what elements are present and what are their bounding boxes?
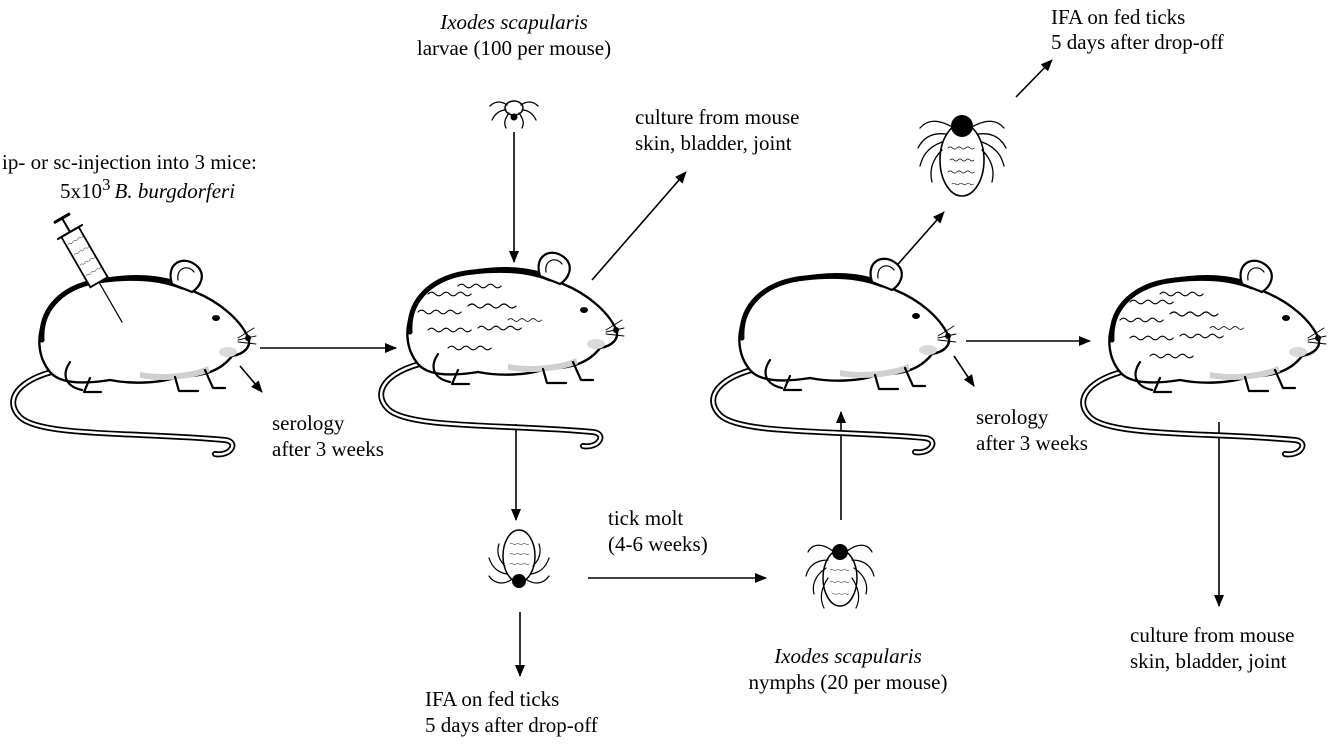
- serology-timing-label: after 3 weeks: [976, 431, 1088, 455]
- nymph-tick-icon: [806, 544, 874, 608]
- fed-tick-icon: [918, 115, 1006, 196]
- ifa-timing-label: 5 days after drop-off: [1051, 30, 1224, 54]
- infected-mouse-icon: [1083, 261, 1326, 455]
- nymph-species-label: Ixodes scapularis: [773, 644, 922, 668]
- culture-organs-label: skin, bladder, joint: [1130, 649, 1287, 673]
- injection-label: ip- or sc-injection into 3 mice:: [2, 150, 257, 174]
- serology-label: serology: [976, 405, 1049, 429]
- molt-label: tick molt: [608, 506, 683, 530]
- arrow-mouse1-to-serology: [240, 366, 262, 392]
- ifa-label: IFA on fed ticks: [1051, 5, 1185, 29]
- molt-duration-label: (4-6 weeks): [608, 532, 708, 556]
- arrow-mouse2-to-culture: [592, 172, 686, 280]
- ifa-timing-label: 5 days after drop-off: [425, 713, 598, 737]
- culture-organs-label: skin, bladder, joint: [635, 131, 792, 155]
- larva-tick-icon: [490, 101, 538, 128]
- arrow-fedtick-to-ifa: [1016, 60, 1052, 97]
- larvae-species-label: Ixodes scapularis: [439, 10, 588, 34]
- mouse-icon: [13, 261, 256, 455]
- nymph-count-label: nymphs (20 per mouse): [749, 670, 948, 694]
- arrow-mouse3-to-serology: [954, 356, 974, 386]
- mouse-icon: [713, 259, 956, 453]
- ifa-label: IFA on fed ticks: [425, 687, 559, 711]
- serology-timing-label: after 3 weeks: [272, 437, 384, 461]
- serology-label: serology: [272, 411, 345, 435]
- fed-tick-icon: [489, 530, 549, 588]
- culture-label: culture from mouse: [1130, 623, 1294, 647]
- infected-mouse-icon: [381, 253, 624, 447]
- larvae-count-label: larvae (100 per mouse): [417, 36, 611, 60]
- culture-label: culture from mouse: [635, 105, 799, 129]
